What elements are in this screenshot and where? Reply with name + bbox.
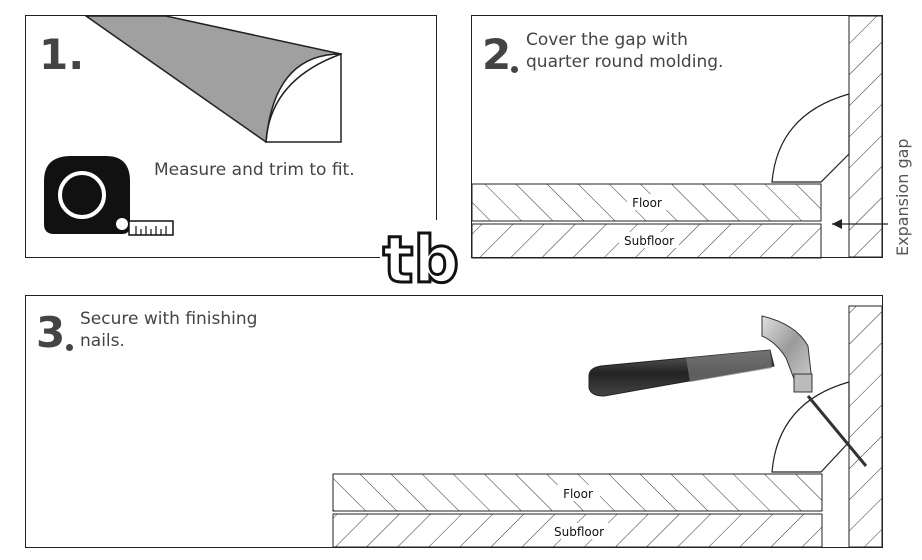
floor-label-3: Floor <box>563 487 593 501</box>
step-2-dot <box>511 66 518 73</box>
brand-logo: tb <box>378 218 464 300</box>
step-3-caption-line-2: nails. <box>80 331 125 351</box>
subfloor-label: Subfloor <box>624 234 674 248</box>
molding-illustration <box>83 15 343 144</box>
floor-label: Floor <box>632 196 662 210</box>
expansion-gap-label: Expansion gap <box>893 138 912 256</box>
step-2-panel: 2 Cover the gap with quarter round moldi… <box>471 15 883 259</box>
step-1-panel: 1. Measure and trim to fit. <box>25 15 437 258</box>
step-2-caption: Cover the gap with quarter round molding… <box>526 29 723 73</box>
step-1-caption: Measure and trim to fit. <box>154 160 355 180</box>
step-2-caption-line-1: Cover the gap with <box>526 30 688 50</box>
tb-logo-icon: tb <box>380 220 462 300</box>
logo-text: tb <box>383 224 459 298</box>
tape-measure-icon <box>44 156 174 236</box>
hammer-icon <box>588 315 813 397</box>
step-3-number: 3 <box>36 308 66 357</box>
step-3-caption-line-1: Secure with finishing <box>80 309 258 329</box>
step-3-cross-section: Floor Subfloor <box>332 305 883 548</box>
step-2-caption-line-2: quarter round molding. <box>526 52 724 72</box>
step-3-caption: Secure with finishing nails. <box>80 308 257 352</box>
step-2-number: 2 <box>482 30 512 79</box>
step-1-number: 1. <box>39 30 85 79</box>
step-3-panel: 3 Secure with finishing nails. Floor Sub… <box>25 295 883 548</box>
step-2-cross-section: Floor Subfloor <box>471 15 883 259</box>
nail-icon <box>806 395 868 467</box>
step-3-dot <box>66 344 73 351</box>
subfloor-label-3: Subfloor <box>554 525 604 539</box>
